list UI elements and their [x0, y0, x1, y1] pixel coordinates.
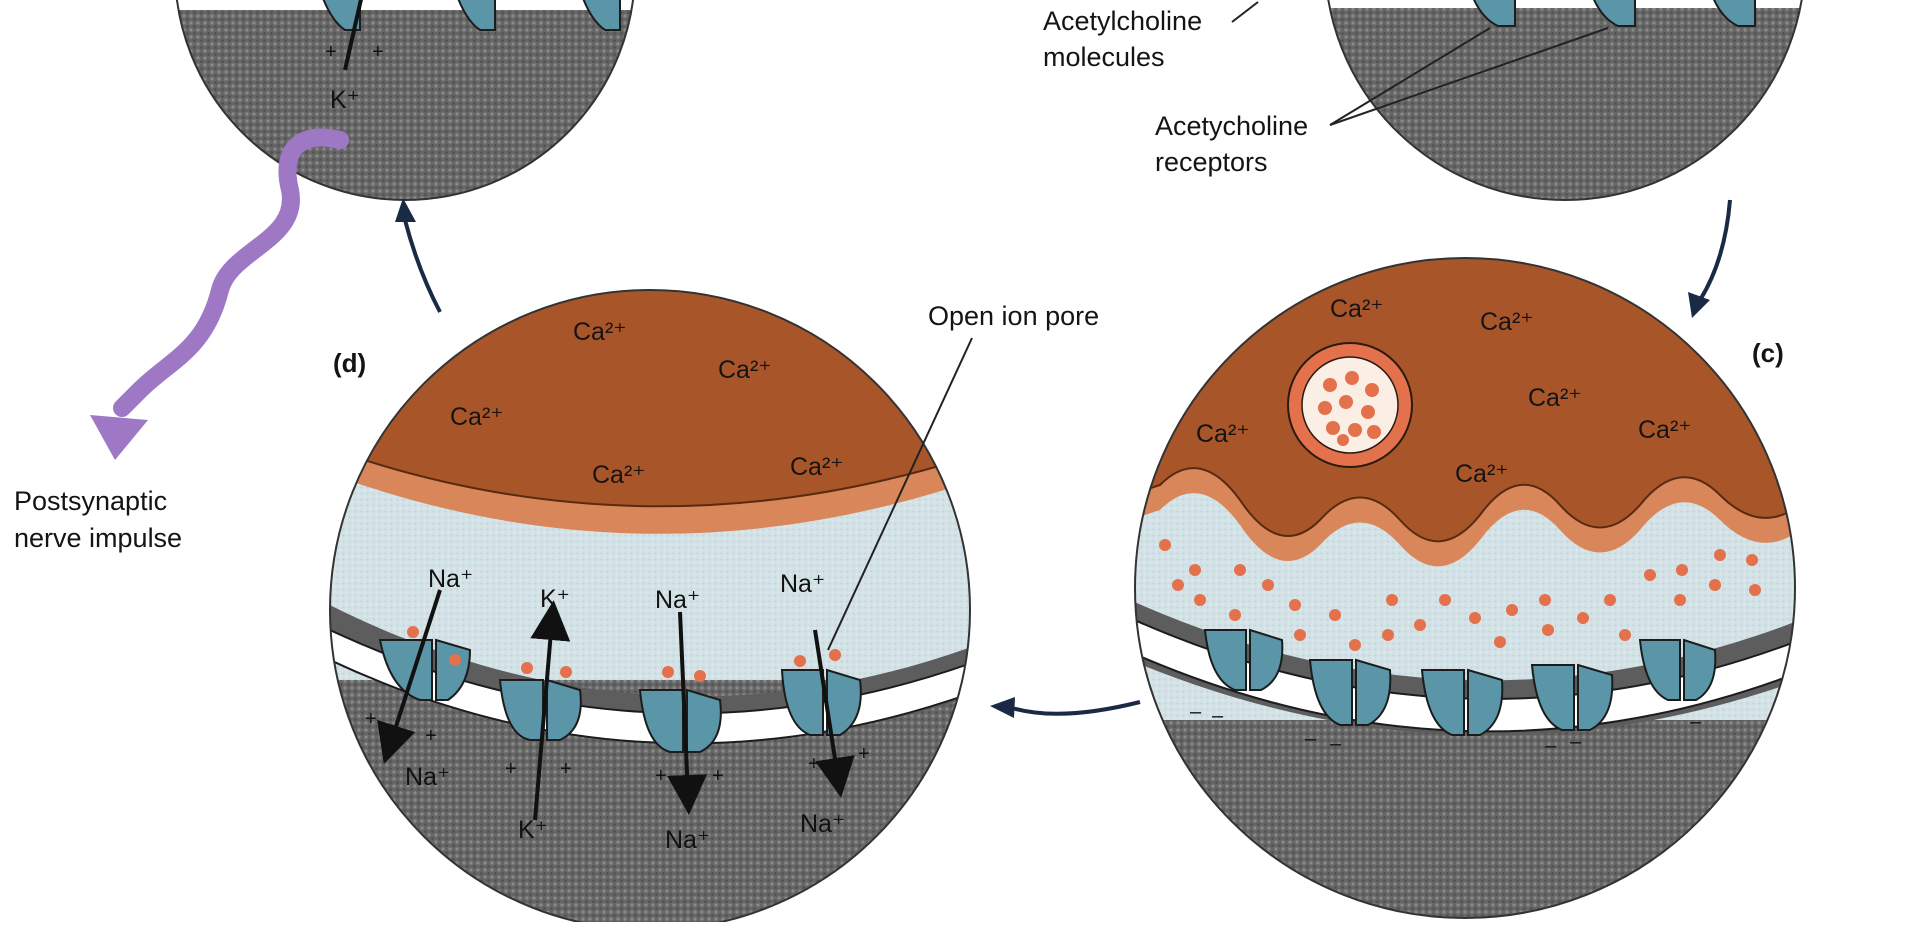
- charge-plus: +: [858, 743, 870, 765]
- presynaptic-terminal: [320, 280, 990, 506]
- panel-c-tag: (c): [1752, 338, 1784, 368]
- acetylcholine-molecules-label-line2: molecules: [1043, 42, 1165, 72]
- open-ion-pore-label: Open ion pore: [928, 301, 1099, 331]
- charge-minus: –: [1305, 728, 1317, 750]
- leader-line: [1232, 2, 1258, 22]
- ion-calcium-label: Ca²⁺: [573, 318, 626, 346]
- charge-minus: –: [1190, 701, 1202, 723]
- panel-d: Ca²⁺ Ca²⁺ Ca²⁺ Ca²⁺ Ca²⁺ Na⁺ K⁺ Na⁺ Na⁺ …: [320, 280, 990, 922]
- ion-calcium-label: Ca²⁺: [1480, 308, 1533, 336]
- ion-calcium-label: Ca²⁺: [450, 403, 503, 431]
- synaptic-vesicle: [1288, 343, 1412, 467]
- charge-minus: –: [1330, 733, 1342, 755]
- postsynaptic-impulse-label: Postsynaptic: [14, 486, 167, 516]
- ion-sodium-label: Na⁺: [800, 810, 845, 838]
- charge-plus: +: [372, 41, 384, 63]
- panel-d-tag: (d): [333, 348, 366, 378]
- arrowhead: [990, 697, 1015, 718]
- postsynaptic-impulse-label-line2: nerve impulse: [14, 523, 182, 553]
- nerve-impulse-arrowhead: [90, 415, 148, 460]
- charge-minus: –: [1545, 735, 1557, 757]
- charge-plus: +: [560, 758, 572, 780]
- charge-plus: +: [505, 758, 517, 780]
- arrowhead: [395, 198, 416, 222]
- charge-plus: +: [655, 765, 667, 787]
- ion-calcium-label: Ca²⁺: [790, 453, 843, 481]
- cycle-arrow-c-to-d: [1012, 702, 1140, 714]
- charge-plus: +: [808, 753, 820, 775]
- charge-plus: +: [425, 725, 437, 747]
- cycle-arrow-d-to-a: [405, 220, 440, 312]
- panel-b-fragment: [1300, 0, 1840, 220]
- arrowhead: [1688, 292, 1710, 318]
- charge-minus: –: [1212, 705, 1224, 727]
- ion-potassium-label: K⁺: [518, 816, 548, 844]
- ion-calcium-label: Ca²⁺: [1638, 416, 1691, 444]
- ion-calcium-label: Ca²⁺: [592, 461, 645, 489]
- cycle-arrow-b-to-c: [1700, 200, 1730, 300]
- ion-potassium-label: K⁺: [540, 585, 570, 613]
- charge-plus: +: [325, 41, 337, 63]
- ion-sodium-label: Na⁺: [665, 826, 710, 854]
- ion-calcium-label: Ca²⁺: [1196, 420, 1249, 448]
- ion-sodium-label: Na⁺: [655, 586, 700, 614]
- ion-sodium-label: Na⁺: [780, 570, 825, 598]
- charge-minus: –: [1570, 731, 1582, 753]
- ion-calcium-label: Ca²⁺: [718, 356, 771, 384]
- ion-sodium-label: Na⁺: [428, 565, 473, 593]
- ion-calcium-label: Ca²⁺: [1455, 460, 1508, 488]
- panel-c: Ca²⁺ Ca²⁺ Ca²⁺ Ca²⁺ Ca²⁺ Ca²⁺ – – – – – …: [1130, 250, 1810, 922]
- ion-calcium-label: Ca²⁺: [1330, 295, 1383, 323]
- acetylcholine-molecules-label: Acetylcholine: [1043, 6, 1202, 36]
- panel-a-fragment: + + K⁺: [150, 0, 670, 220]
- charge-plus: +: [712, 765, 724, 787]
- acetylcholine-receptors-label: Acetycholine: [1155, 111, 1308, 141]
- ion-calcium-label: Ca²⁺: [1528, 384, 1581, 412]
- charge-plus: +: [365, 708, 377, 730]
- acetylcholine-receptors-label-line2: receptors: [1155, 147, 1268, 177]
- charge-minus: –: [1690, 711, 1702, 733]
- ion-potassium-label: K⁺: [330, 86, 360, 114]
- ion-sodium-label: Na⁺: [405, 763, 450, 791]
